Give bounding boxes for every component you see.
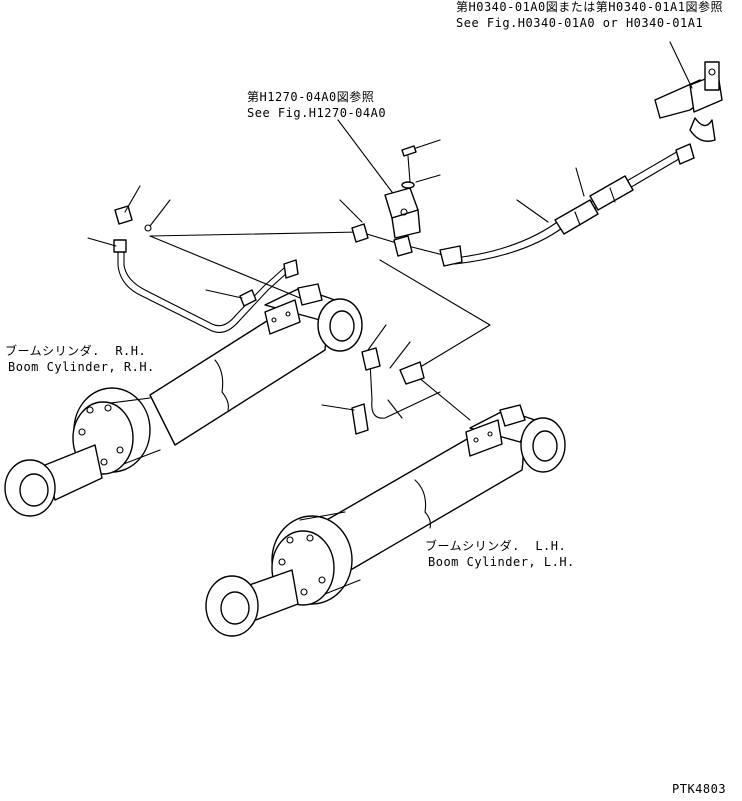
boom-cylinder-lh-jp: ブームシリンダ. L.H. [425,539,567,553]
boom-cylinder-rh [4,283,363,517]
drawing-code: PTK4803 [672,782,727,796]
ref-center-jp: 第H1270-04A0図参照 [247,90,375,104]
ref-top-right-en: See Fig.H0340-01A0 or H0340-01A1 [456,16,704,30]
hydraulic-lines [113,149,685,435]
boom-cylinder-rh-en: Boom Cylinder, R.H. [8,360,155,374]
boom-cylinder-lh-en: Boom Cylinder, L.H. [428,555,575,569]
boom-cylinder-lh [205,404,566,637]
boom-cylinder-rh-jp: ブームシリンダ. R.H. [5,344,147,358]
ref-center-en: See Fig.H1270-04A0 [247,106,387,120]
brackets [114,61,723,279]
ref-top-right-jp: 第H0340-01A0図または第H0340-01A1図参照 [456,0,723,14]
leader-lines [87,41,693,419]
